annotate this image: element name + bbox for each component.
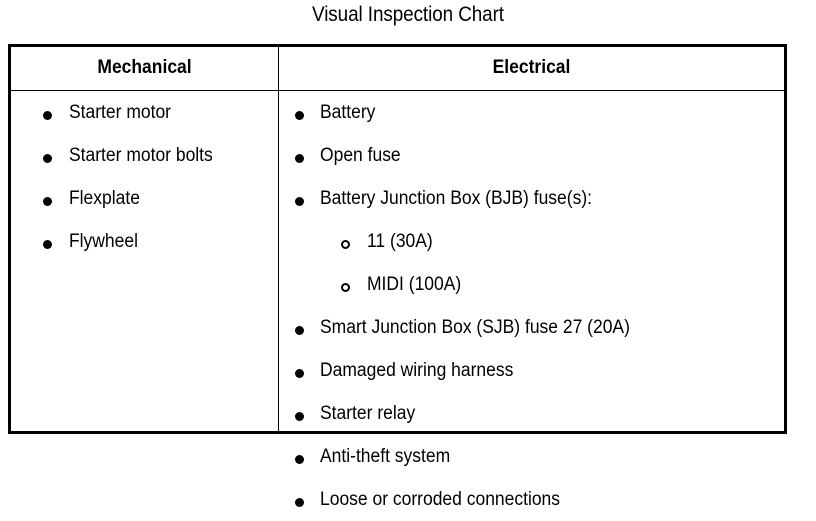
filled-bullet-icon	[43, 154, 52, 163]
filled-bullet-icon	[295, 455, 304, 464]
mechanical-item: Starter motor	[11, 91, 278, 134]
column-header-mechanical: Mechanical	[97, 57, 192, 78]
visual-inspection-chart-page: Visual Inspection Chart Mechanical Elect…	[8, 3, 787, 510]
electrical-item: 11 (30A)	[279, 220, 784, 263]
hollow-bullet-icon	[341, 283, 350, 292]
filled-bullet-icon	[295, 111, 304, 120]
filled-bullet-icon	[43, 111, 52, 120]
filled-bullet-icon	[43, 197, 52, 206]
electrical-item-label: 11 (30A)	[367, 231, 433, 252]
electrical-item: Smart Junction Box (SJB) fuse 27 (20A)	[279, 306, 784, 349]
electrical-item-label: Loose or corroded connections	[320, 489, 561, 510]
electrical-item: Starter relay	[279, 392, 784, 435]
mechanical-item: Flywheel	[11, 220, 278, 263]
electrical-item: Open fuse	[279, 134, 784, 177]
electrical-item-label: Smart Junction Box (SJB) fuse 27 (20A)	[320, 317, 630, 338]
column-header-electrical: Electrical	[492, 57, 571, 78]
hollow-bullet-icon	[341, 240, 350, 249]
mechanical-item-label: Flexplate	[69, 188, 140, 209]
electrical-item-label: Damaged wiring harness	[320, 360, 514, 381]
mechanical-item-label: Starter motor bolts	[69, 145, 213, 166]
electrical-item: Damaged wiring harness	[279, 349, 784, 392]
column-divider	[278, 47, 279, 431]
mechanical-item: Flexplate	[11, 177, 278, 220]
filled-bullet-icon	[295, 369, 304, 378]
electrical-item-label: MIDI (100A)	[367, 274, 462, 295]
electrical-item-label: Battery	[320, 102, 376, 123]
electrical-item: Battery	[279, 91, 784, 134]
electrical-item-label: Open fuse	[320, 145, 401, 166]
table-header-row: Mechanical Electrical	[11, 47, 784, 90]
filled-bullet-icon	[295, 498, 304, 507]
header-divider	[11, 90, 784, 91]
electrical-item-label: Starter relay	[320, 403, 416, 424]
page-title: Visual Inspection Chart	[312, 3, 504, 26]
electrical-item: MIDI (100A)	[279, 263, 784, 306]
filled-bullet-icon	[43, 240, 52, 249]
electrical-item: Anti-theft system	[279, 435, 784, 478]
filled-bullet-icon	[295, 154, 304, 163]
electrical-item-label: Anti-theft system	[320, 446, 451, 467]
electrical-item-label: Battery Junction Box (BJB) fuse(s):	[320, 188, 593, 209]
electrical-item: Battery Junction Box (BJB) fuse(s):	[279, 177, 784, 220]
mechanical-item-label: Flywheel	[69, 231, 138, 252]
electrical-item: Loose or corroded connections	[279, 478, 784, 521]
filled-bullet-icon	[295, 412, 304, 421]
filled-bullet-icon	[295, 197, 304, 206]
mechanical-item-label: Starter motor	[69, 102, 172, 123]
filled-bullet-icon	[295, 326, 304, 335]
mechanical-item: Starter motor bolts	[11, 134, 278, 177]
